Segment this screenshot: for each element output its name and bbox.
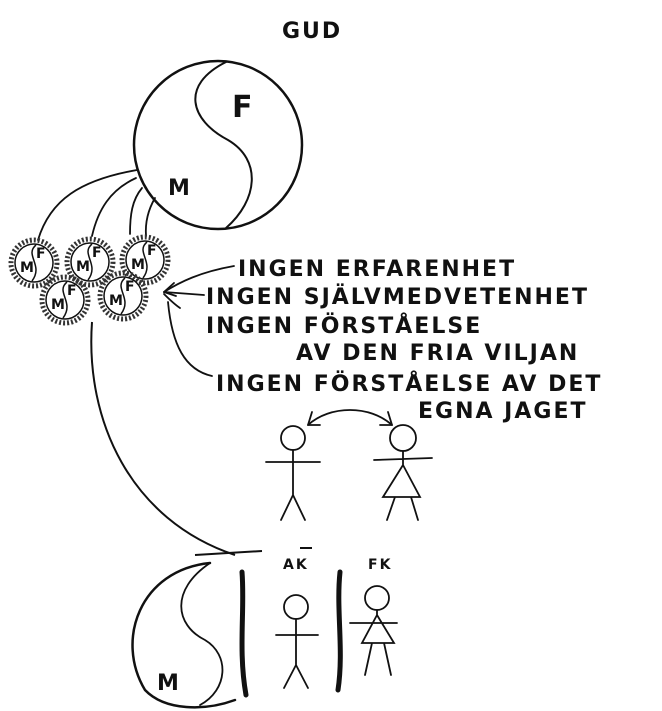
soul-label-f: F — [67, 283, 79, 299]
soul — [64, 236, 116, 288]
note-line: INGEN FÖRSTÅELSE AV DET — [216, 371, 602, 397]
soul — [39, 274, 91, 326]
note-line: INGEN FÖRSTÅELSE — [206, 313, 482, 339]
soul-cluster — [8, 234, 171, 326]
note-line: AV DEN FRIA VILJAN — [296, 341, 579, 366]
stick-figure-woman — [373, 424, 433, 521]
stick-figure-fk — [349, 585, 398, 676]
title-gud: GUD — [282, 19, 342, 44]
bottom-circle — [131, 561, 237, 709]
soul-label-f: F — [92, 245, 104, 261]
soul-label-m: M — [109, 293, 125, 309]
soul-label-m: M — [76, 259, 92, 275]
soul-label-m: M — [20, 260, 36, 276]
soul-label-m: M — [131, 257, 147, 273]
god-to-souls-lines — [37, 169, 156, 241]
couple-arrow — [307, 409, 393, 426]
stick-figure-ak — [275, 594, 319, 689]
soul-label-m: M — [51, 297, 67, 313]
god-circle — [132, 59, 304, 231]
note-line: INGEN ERFARENHET — [238, 257, 516, 282]
label-ak: AK — [283, 557, 309, 573]
soul — [97, 270, 149, 322]
note-line: EGNA JAGET — [418, 399, 588, 424]
soul-label-f: F — [125, 279, 137, 295]
soul-to-earth-line — [90, 321, 236, 556]
god-circle-label-f: F — [232, 90, 255, 125]
ground-line — [194, 547, 312, 556]
soul — [119, 234, 171, 286]
label-fk: FK — [368, 557, 392, 573]
note-pointers — [163, 265, 235, 377]
note-line: INGEN SJÄLVMEDVETENHET — [206, 284, 589, 310]
bottom-circle-label-m: M — [157, 671, 181, 696]
soul-label-f: F — [36, 246, 48, 262]
soul — [8, 237, 60, 289]
stick-figure-man — [265, 425, 321, 521]
soul-label-f: F — [147, 243, 159, 259]
thick-dividers — [239, 569, 343, 698]
god-circle-label-m: M — [168, 176, 192, 201]
